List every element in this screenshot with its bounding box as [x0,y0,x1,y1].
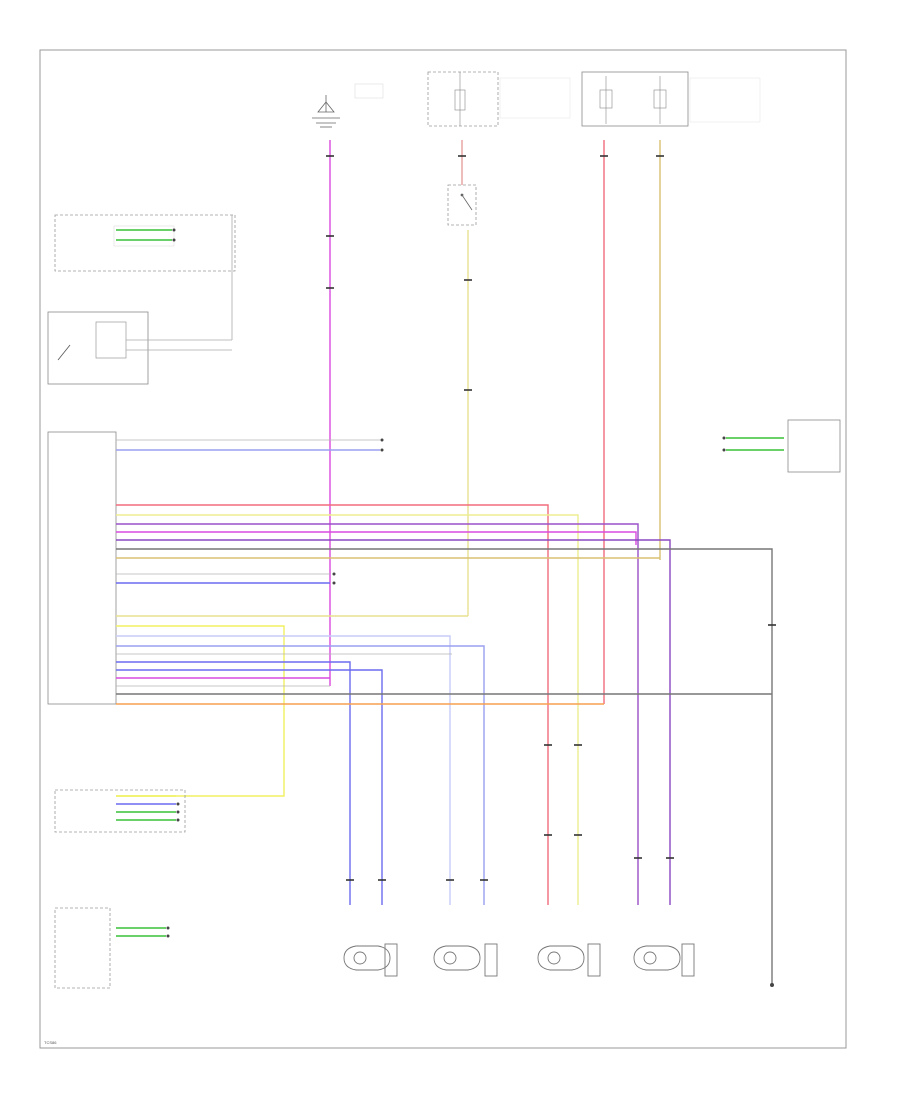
wheel-sensor-rf [633,943,695,977]
green-wires-top [116,228,176,242]
wire-magenta-2 [116,531,637,545]
traction-control-module [47,431,117,705]
wheel-sensor-rr [537,943,601,977]
diagram-frame [39,49,847,1049]
brake-light-switch [447,184,477,226]
wire-purple-1 [116,523,639,905]
wheel-sensor-lf [433,943,498,977]
tcs-switch [47,215,233,385]
fuse-box-2 [581,71,761,127]
instrument-cluster [54,907,170,989]
ground-symbol-top [312,83,384,128]
wire-gray-1 [116,548,773,985]
wire-pink-1 [116,504,549,905]
wire-yellow-2 [116,514,579,905]
connector-ticks [326,155,776,987]
wire-lightblue-2 [116,645,485,905]
right-module [722,419,841,473]
wire-yellow-4 [116,625,285,797]
wheel-sensor-lr [343,943,398,977]
bottom-left-module [54,789,186,833]
wire-blue-4 [116,669,383,905]
diagram-id: TCS86 [44,1040,57,1045]
left-module-top [54,214,236,272]
wire-blue-3 [116,661,351,905]
fuse-box-1 [427,71,571,127]
wire-purple-2 [116,539,671,905]
wire-lightblue-1 [116,635,451,905]
